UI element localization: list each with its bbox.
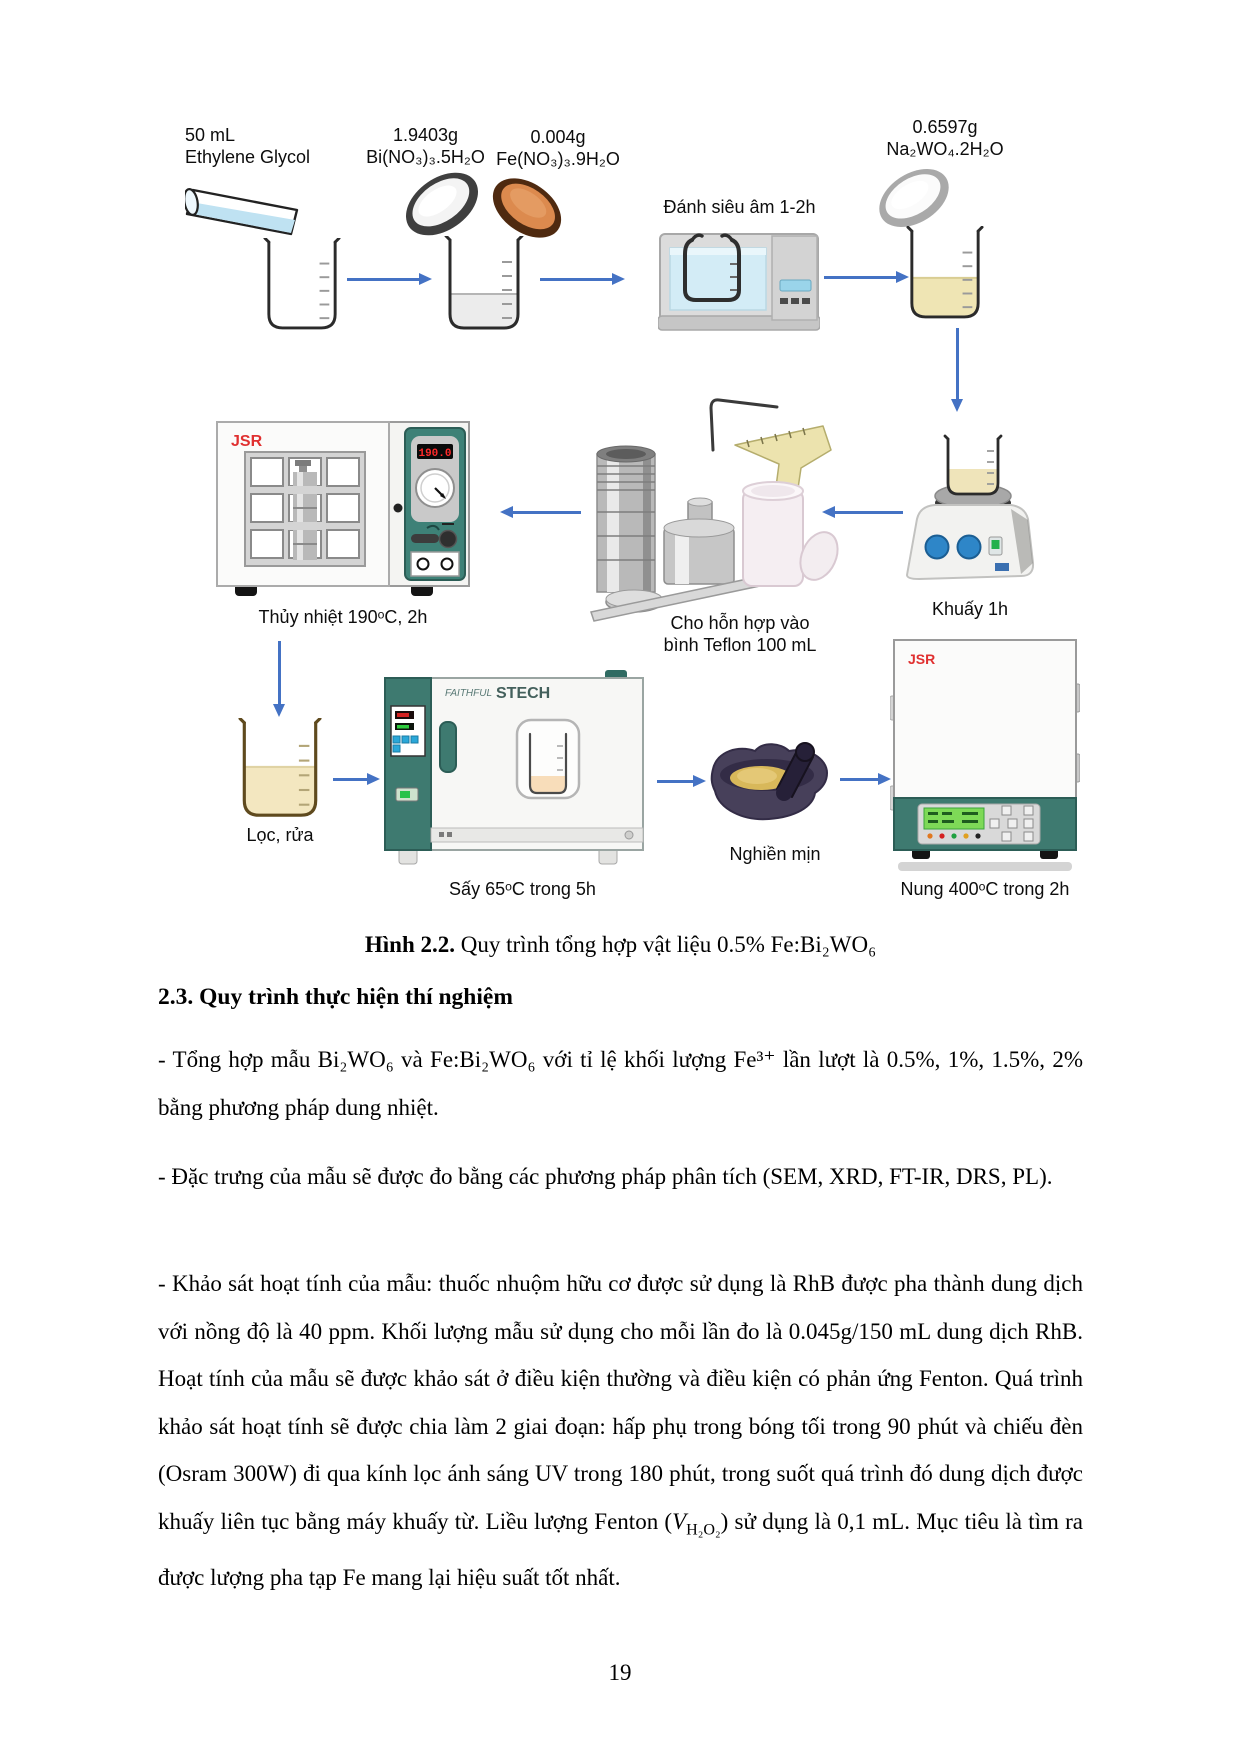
beaker-on-stirrer [943, 434, 1003, 496]
label-iron-nitrate: 0.004g Fe(NO₃)₃.9H₂O [490, 126, 626, 170]
autoclave-teflon-illustration [590, 398, 839, 622]
section-heading: 2.3. Quy trình thực hiện thí nghiệm [158, 984, 513, 1010]
flow-arrow-2 [540, 272, 625, 285]
magnetic-stirrer-illustration [905, 434, 1035, 581]
synthesis-flow-diagram: 50 mL Ethylene Glycol 1.9403g Bi(NO₃)₃.5… [185, 116, 1080, 899]
label-teflon: Cho hỗn hợp vào bình Teflon 100 mL [640, 612, 840, 656]
dryer-brand-faithful: FAITHFUL [445, 688, 492, 699]
fenton-volume-subscript: H₂O₂ [686, 1521, 721, 1539]
label-stir: Khuấy 1h [931, 599, 1009, 619]
beaker-empty [263, 238, 341, 330]
figure-caption: Hình 2.2. Quy trình tổng hợp vật liệu 0.… [158, 932, 1083, 958]
flow-arrow-6 [822, 505, 903, 518]
oven-brand-text: JSR [231, 433, 263, 450]
paragraph-synthesis: - Tổng hợp mẫu Bi₂WO₆ và Fe:Bi₂WO₆ với t… [158, 1047, 1083, 1120]
hydrothermal-oven-illustration: JSR 190.0 [216, 421, 470, 596]
oven-temperature-display: 190.0 [418, 448, 451, 460]
label-fe-formula: Fe(NO₃)₃.9H₂O [496, 149, 620, 169]
furnace-brand-text: JSR [908, 651, 935, 667]
dryer-brand-stech: STECH [496, 685, 550, 702]
paragraph-characterization: - Đặc trưng của mẫu sẽ được đo bằng các … [158, 1164, 1053, 1189]
label-hydrothermal: Thủy nhiệt 190ᵒC, 2h [258, 607, 428, 627]
label-fe-mass: 0.004g [530, 127, 586, 147]
flow-arrow-3 [824, 270, 909, 283]
paragraph-activity: - Khảo sát hoạt tính của mẫu: thuốc nhuộ… [158, 1260, 1083, 1601]
beaker-in-dryer [528, 732, 568, 795]
mortar-pestle-illustration [710, 742, 829, 821]
flow-arrow-1 [347, 272, 432, 285]
label-teflon-line1: Cho hỗn hợp vào [670, 613, 810, 633]
label-filter-wash: Lọc, rửa [246, 825, 314, 845]
label-bismuth-nitrate: 1.9403g Bi(NO₃)₃.5H₂O [358, 124, 493, 168]
figure-caption-label: Hình 2.2. [364, 932, 456, 957]
flow-arrow-7 [272, 641, 285, 717]
flow-arrow-5 [500, 505, 581, 518]
label-ultrasonic: Đánh siêu âm 1-2h [663, 197, 816, 217]
paragraph-activity-text1: - Khảo sát hoạt tính của mẫu: thuốc nhuộ… [158, 1271, 1083, 1534]
label-ethylene-glycol-volume: 50 mL [185, 125, 236, 145]
page-number: 19 [608, 1660, 632, 1685]
watch-glass-iron-nitrate [492, 178, 562, 238]
label-ethylene-glycol-name: Ethylene Glycol [185, 147, 311, 167]
figure-caption-text: Quy trình tổng hợp vật liệu 0.5% Fe:Bi₂W… [455, 932, 877, 957]
label-bi-formula: Bi(NO₃)₃.5H₂O [366, 147, 485, 167]
pouring-tube-illustration [185, 188, 299, 236]
label-teflon-line2: bình Teflon 100 mL [663, 635, 817, 655]
flow-arrow-10 [840, 772, 891, 785]
flow-arrow-4 [950, 328, 963, 412]
flow-arrow-8 [333, 772, 380, 785]
watch-glass-sodium-tungstate [879, 169, 949, 227]
label-calcine: Nung 400ᵒC trong 2h [900, 879, 1070, 899]
ultrasonic-bath-illustration [658, 233, 820, 331]
label-na-mass: 0.6597g [912, 117, 978, 137]
label-bi-mass: 1.9403g [392, 125, 459, 145]
beaker-mixture [444, 236, 524, 330]
fenton-volume-symbol: V [672, 1508, 687, 1534]
label-sodium-tungstate: 0.6597g Na₂WO₄.2H₂O [865, 116, 1025, 160]
label-grind: Nghiền mịn [729, 844, 821, 864]
drying-oven-illustration: FAITHFUL STECH [384, 670, 644, 865]
paragraph-activity-text2: ) sử dụng là 0,1 mL. Mục tiêu là tìm ra … [158, 1508, 1083, 1590]
autoclave-in-oven [285, 460, 325, 560]
watch-glass-bismuth-nitrate [405, 172, 479, 236]
label-dry: Sấy 65ᵒC trong 5h [449, 879, 596, 899]
flow-arrow-9 [657, 774, 706, 787]
label-ethylene-glycol: 50 mL Ethylene Glycol [185, 124, 310, 168]
beaker-solution-yellow [906, 226, 984, 319]
beaker-filter-wash [238, 718, 322, 817]
furnace-illustration: JSR [890, 639, 1080, 871]
label-na-formula: Na₂WO₄.2H₂O [886, 139, 1004, 159]
